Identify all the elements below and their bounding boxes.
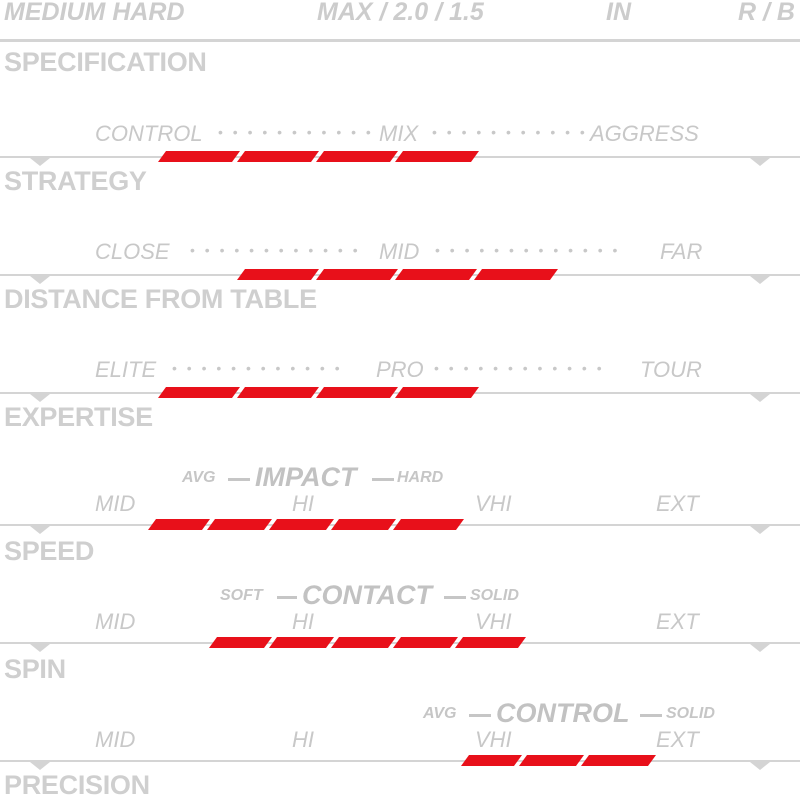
strategy-label-high: AGGRESS [590,121,699,146]
rating-segment [395,269,477,280]
spin-label-ext: EXT [656,609,699,634]
precision-label-hi: HI [292,727,314,752]
distance-label-mid: MID [379,239,420,264]
speed-attr-dash-left [228,478,250,481]
expertise-label-mid: PRO [376,357,424,382]
side-label: R / B [738,0,795,26]
expertise-label-high: TOUR [640,357,702,382]
spin-attr-dash-left [277,596,297,599]
distance-title: DISTANCE FROM TABLE [4,284,317,314]
expertise-title: EXPERTISE [4,402,153,432]
strategy-label-mid: MIX [379,121,419,146]
expertise-label-low: ELITE [95,357,157,382]
distance-dots-right: • • • • • • • • • • • • • [435,242,621,258]
strategy-dots-left: • • • • • • • • • • • [218,124,374,140]
spin-attr-dash-right [444,596,466,599]
hardness-label: MEDIUM HARD [4,0,185,26]
speed-label-hi: HI [292,491,314,516]
spin-label-vhi: VHI [475,609,512,634]
strategy-label-low: CONTROL [95,121,203,146]
rating-segment [316,151,398,162]
speed-rating-bar [0,519,800,534]
precision-label-mid: MID [95,727,136,752]
rating-segment [148,519,210,530]
spin-rating-bar [0,637,800,652]
handle-label: IN [606,0,631,26]
rating-segment [395,151,479,162]
precision-attr-low: AVG [423,705,457,722]
precision-label-vhi: VHI [475,727,512,752]
rating-segment [455,637,526,648]
distance-label-high: FAR [660,239,703,264]
precision-label-ext: EXT [656,727,699,752]
rating-segment [158,387,240,398]
rating-segment [474,269,558,280]
speed-attr-high: HARD [397,469,444,486]
speed-title: SPEED [4,536,95,566]
rating-segment [393,637,458,648]
precision-attr-dash-right [640,714,662,717]
precision-attr-high: SOLID [666,705,715,722]
rating-segment [237,151,319,162]
expertise-dots-left: • • • • • • • • • • • • [172,360,343,376]
header-divider [0,39,800,42]
rating-segment [331,519,396,530]
rating-segment [316,387,398,398]
spin-label-mid: MID [95,609,136,634]
rating-segment [269,637,334,648]
strategy-dots-right: • • • • • • • • • • • [432,124,588,140]
strategy-title: STRATEGY [4,166,147,196]
expertise-rating-bar [0,387,800,402]
spin-attr-name: CONTACT [302,580,432,610]
rating-segment [519,755,584,766]
rating-segment [331,637,396,648]
speed-label-vhi: VHI [475,491,512,516]
distance-dots-left: • • • • • • • • • • • • [190,242,361,258]
expertise-dots-right: • • • • • • • • • • • • [434,360,605,376]
rating-segment [581,755,656,766]
rating-segment [209,637,272,648]
rating-segment [316,269,398,280]
track-line [0,760,800,770]
spin-title: SPIN [4,654,66,684]
precision-rating-bar [0,755,800,770]
speed-label-mid: MID [95,491,136,516]
rating-segment [237,269,319,280]
specification-title: SPECIFICATION [4,47,207,77]
rating-segment [237,387,319,398]
spin-label-hi: HI [292,609,314,634]
rating-segment [393,519,464,530]
speed-label-ext: EXT [656,491,699,516]
strategy-rating-bar [0,151,800,166]
precision-attr-name: CONTROL [496,698,630,728]
precision-attr-dash-left [469,714,491,717]
rating-segment [158,151,240,162]
rating-segment [207,519,272,530]
spin-attr-low: SOFT [220,587,263,604]
rating-segment [395,387,479,398]
speed-attr-name: IMPACT [255,462,357,492]
spin-attr-high: SOLID [470,587,519,604]
thickness-label: MAX / 2.0 / 1.5 [317,0,484,26]
speed-attr-low: AVG [182,469,216,486]
distance-label-low: CLOSE [95,239,170,264]
distance-rating-bar [0,269,800,284]
rating-segment [461,755,522,766]
precision-title: PRECISION [4,770,150,800]
rating-segment [269,519,334,530]
speed-attr-dash-right [372,478,394,481]
